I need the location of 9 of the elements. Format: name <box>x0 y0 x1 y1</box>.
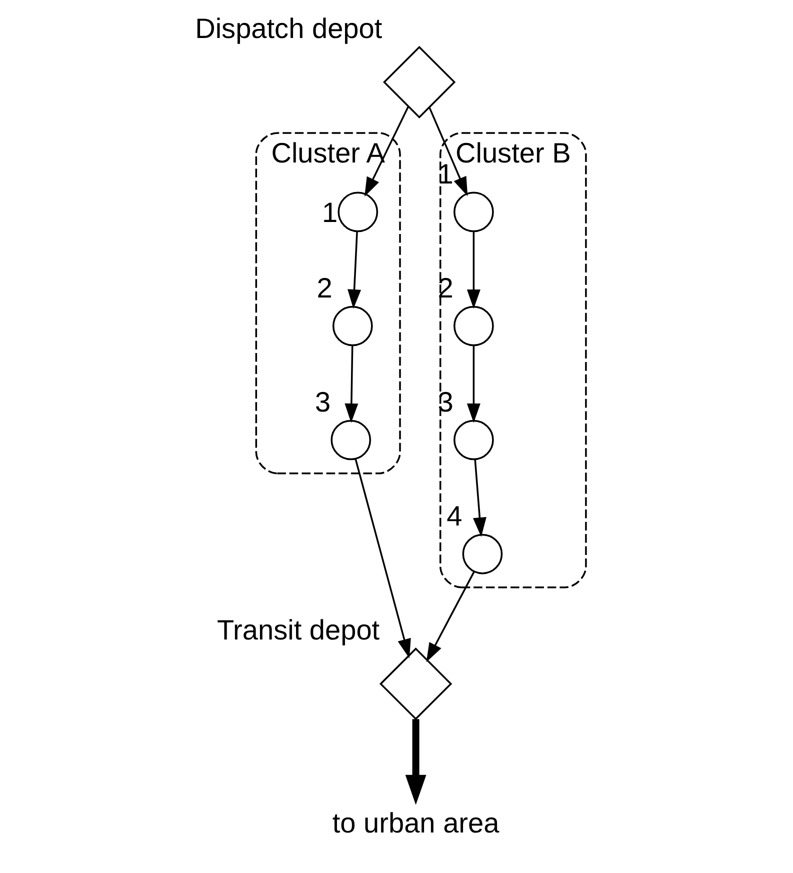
node-label: 4 <box>446 500 462 532</box>
node-label: 1 <box>322 197 338 228</box>
node-label: 2 <box>316 272 332 304</box>
node-label: 3 <box>315 386 331 418</box>
node-label: 2 <box>438 272 454 304</box>
node-label: Dispatch depot <box>195 12 382 44</box>
node-label: 1 <box>438 158 454 190</box>
node-label: Transit depot <box>216 614 380 646</box>
node-text: to urban area <box>332 808 500 839</box>
